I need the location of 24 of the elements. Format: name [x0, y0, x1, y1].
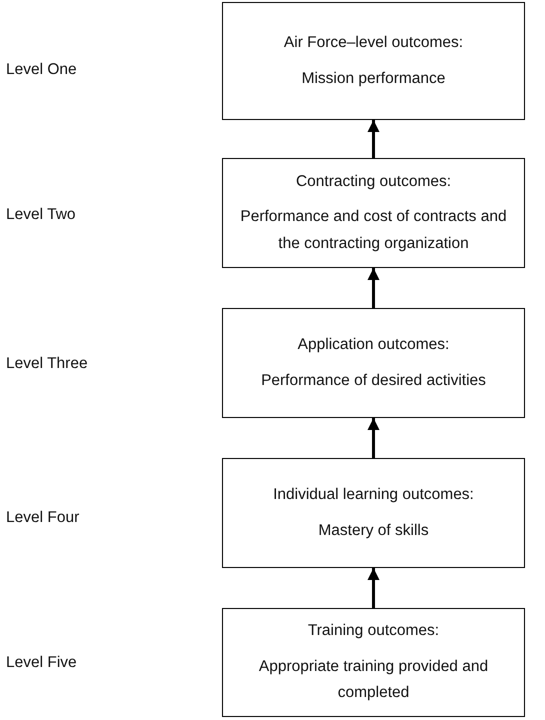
- arrow: [368, 120, 380, 158]
- outcome-box: [222, 2, 525, 120]
- outcome-box: [222, 158, 525, 268]
- box-heading: Contracting outcomes:: [296, 172, 452, 192]
- box-heading: Training outcomes:: [308, 621, 440, 642]
- box-text: Mission performance: [302, 68, 446, 88]
- box-heading: Individual learning outcomes:: [273, 485, 474, 506]
- outcome-box: [222, 458, 525, 568]
- level-label: Level One: [6, 61, 77, 79]
- box-text: Mastery of skills: [318, 520, 429, 540]
- box-text: Performance and cost of contracts and the contracting organization: [239, 207, 508, 254]
- level-label: Level Five: [6, 654, 77, 672]
- outcome-box: [222, 608, 525, 717]
- box-text: Appropriate training provided and completed: [258, 656, 490, 704]
- level-label: Level Two: [6, 206, 76, 224]
- arrow: [368, 418, 380, 458]
- box-heading: Application outcomes:: [298, 335, 450, 356]
- level-label: Level Four: [6, 509, 80, 527]
- arrow: [368, 568, 380, 608]
- box-heading: Air Force–level outcomes:: [284, 33, 464, 54]
- box-text: Performance of desired activities: [261, 370, 486, 390]
- arrow: [368, 268, 380, 308]
- level-label: Level Three: [6, 355, 88, 373]
- outcome-box: [222, 308, 525, 418]
